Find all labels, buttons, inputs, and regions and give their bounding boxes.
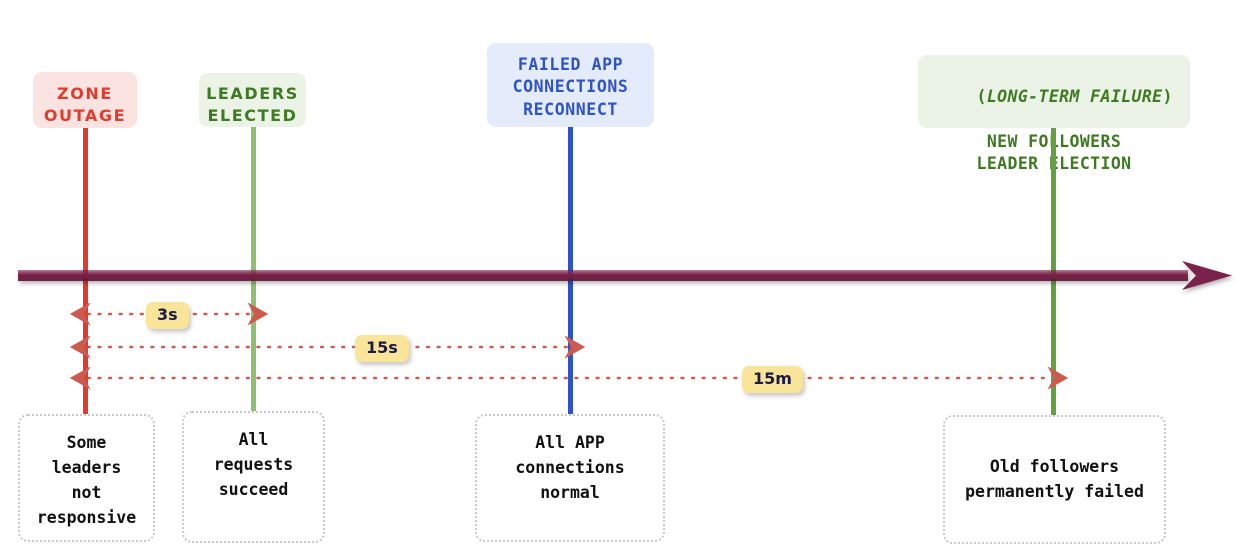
event-chip-zone-outage: ZONE OUTAGE	[33, 72, 137, 128]
duration-badge-3s: 3s	[146, 302, 189, 329]
note-box-some-leaders-not-responsive: Some leaders not responsive	[18, 414, 155, 542]
note-box-old-followers-tablets: Old followers permanently failed Tablets…	[943, 415, 1166, 544]
event-chip-long-term-failure: (LONG-TERM FAILURE) NEW FOLLOWERS LEADER…	[918, 55, 1190, 173]
duration-row-15m	[69, 367, 1069, 390]
event-chip-leaders-elected: LEADERS ELECTED	[199, 73, 306, 127]
event-chip-long-term-failure-paren-close: )	[1162, 87, 1173, 107]
event-chip-long-term-failure-paren-open: (	[976, 87, 987, 107]
event-chip-failed-app-connections-reconnect: FAILED APP CONNECTIONS RECONNECT	[487, 43, 654, 127]
note-box-all-requests-succeed: All requests succeed	[182, 411, 325, 543]
duration-row-15s	[69, 336, 586, 359]
timeline-axis	[0, 258, 1252, 296]
note-box-all-app-connections-normal: All APP connections normal	[475, 414, 665, 542]
duration-badge-15s: 15s	[355, 335, 409, 362]
note-paragraph-old-followers: Old followers permanently failed	[965, 457, 1144, 502]
event-chip-long-term-failure-italic-text: LONG-TERM FAILURE	[986, 87, 1163, 107]
duration-badge-15m: 15m	[742, 366, 803, 393]
